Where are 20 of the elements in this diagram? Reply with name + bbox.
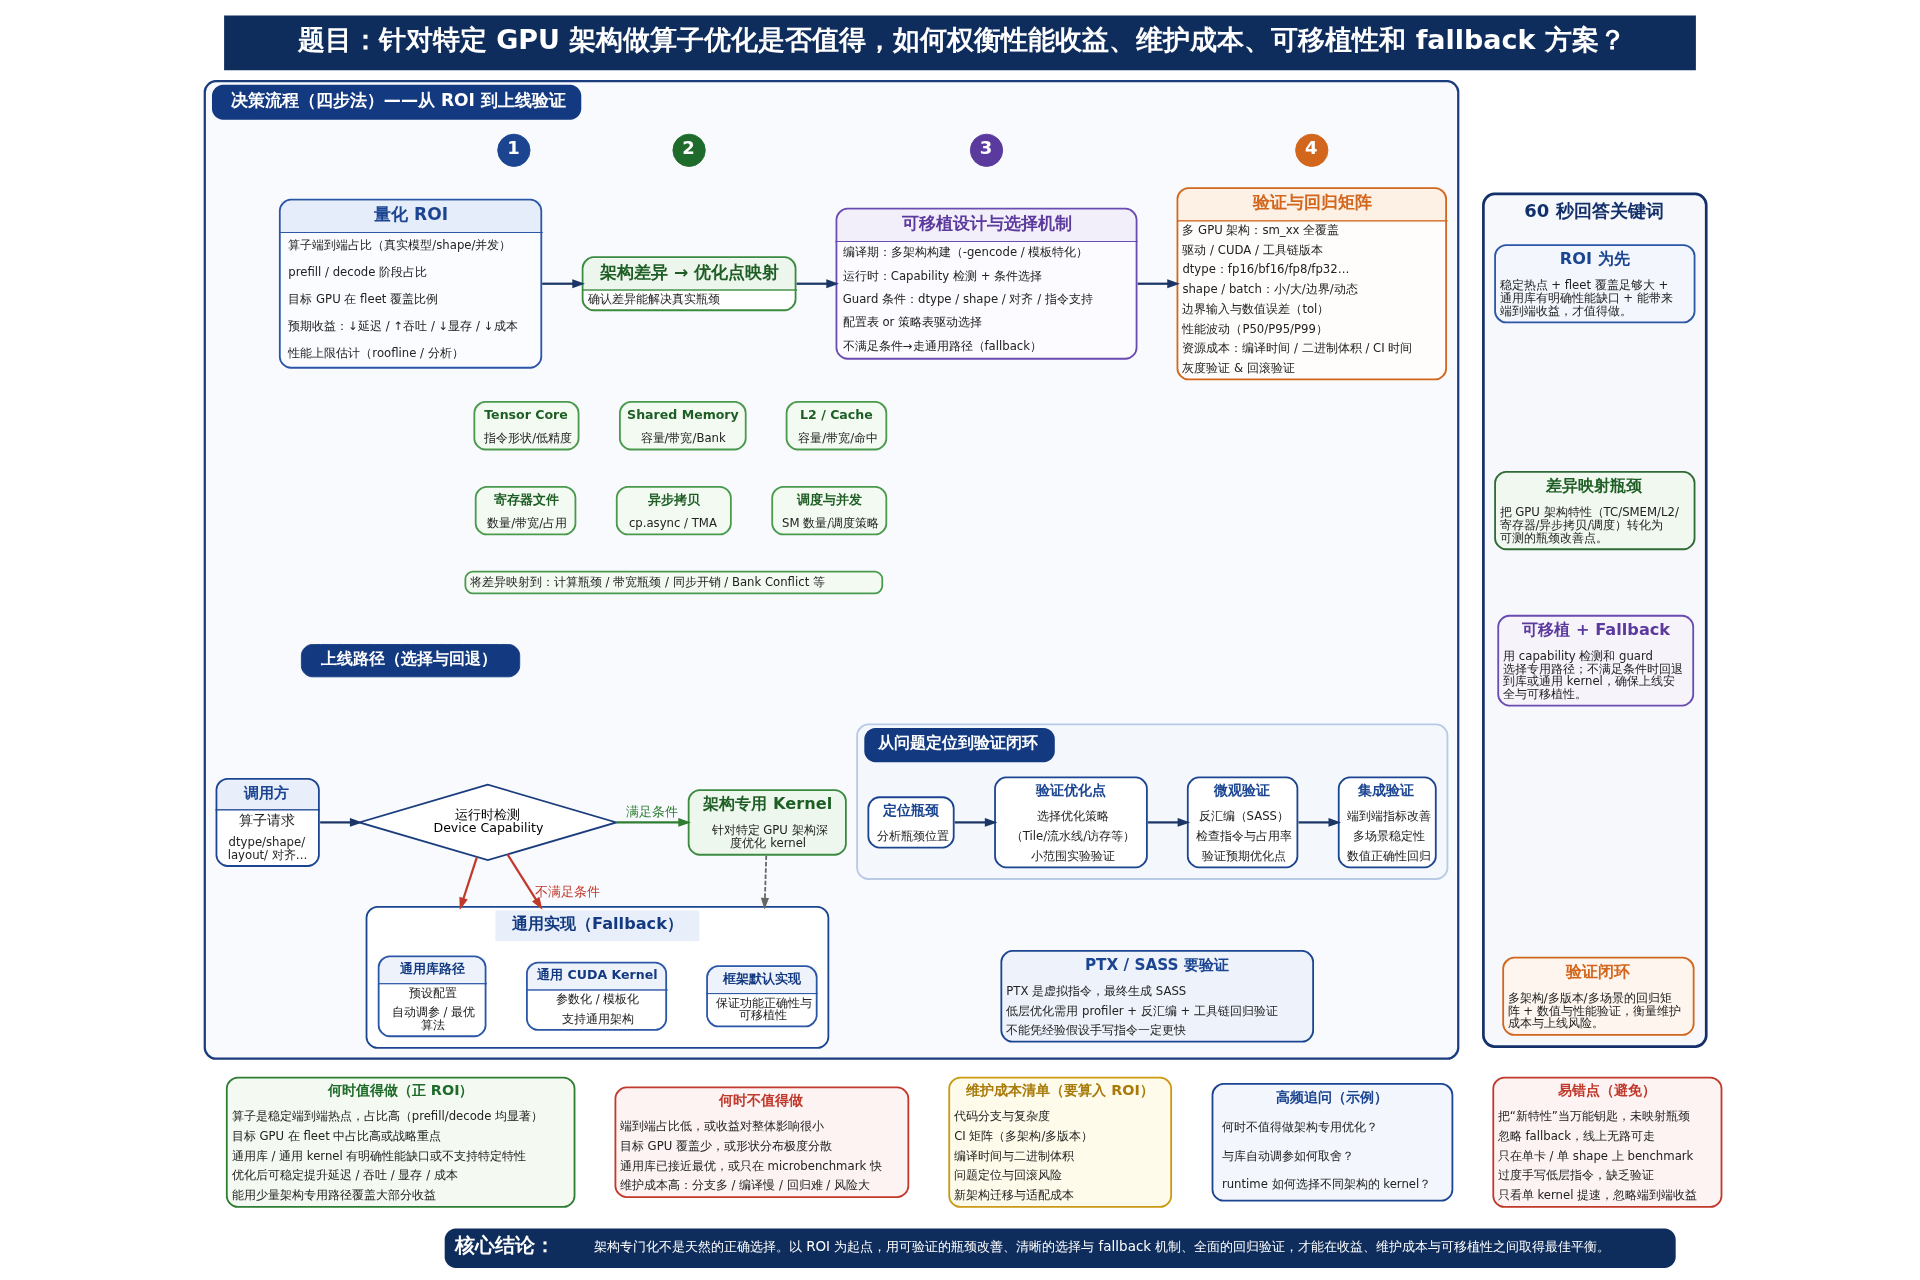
arrow	[320, 818, 363, 827]
arrow	[616, 818, 691, 827]
arrow	[796, 279, 839, 289]
arrow	[459, 856, 478, 911]
node-circle: 4	[1295, 133, 1329, 167]
node-circle: 2	[672, 133, 706, 167]
node-box: 上线路径（选择与回退）	[300, 644, 521, 678]
node-box: 核心结论： 架构专门化不是天然的正确选择。以 ROI 为起点，用可验证的瓶颈改善、清晰的选择与 fallback 机制、全面的回归验证，才能在收益、维护成本与可移植性之间取得最佳平衡。	[444, 1228, 1676, 1269]
arrow	[760, 854, 770, 910]
arrow	[1148, 818, 1191, 827]
diagram-title: 题目：针对特定 GPU 架构做算子优化是否值得，如何权衡性能收益、维护成本、可移植性和 fallback 方案？	[297, 24, 1626, 56]
arrow	[954, 818, 998, 827]
node-circle: 1	[497, 133, 531, 167]
edge-label: 满足条件	[626, 804, 679, 820]
arrow	[506, 853, 543, 910]
edge-label: 不满足条件	[535, 884, 601, 900]
node-circle: 3	[969, 133, 1004, 167]
arrow	[542, 279, 585, 289]
arrow	[1298, 818, 1342, 827]
arrow	[1137, 279, 1180, 289]
